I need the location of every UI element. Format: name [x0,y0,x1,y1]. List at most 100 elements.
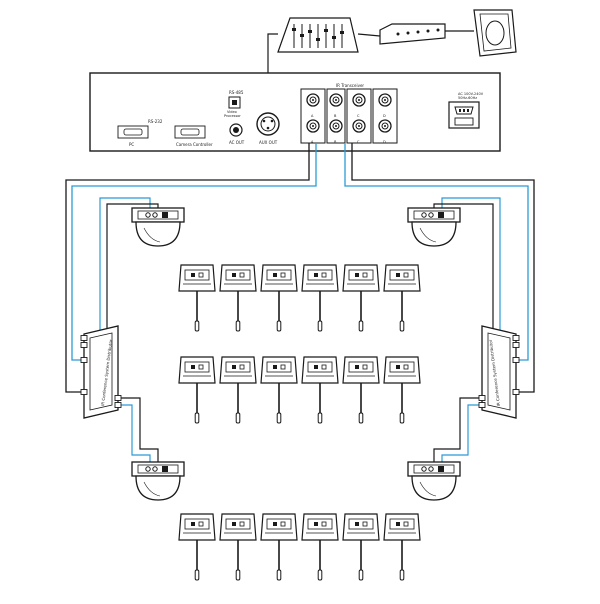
radiator-panel [137,210,179,220]
delegate-mic-head [235,569,241,581]
delegate-button [314,365,318,369]
dome-highlight [143,481,161,497]
ir-distributor-left: IR Conference System Distributor [83,325,119,419]
delegate-button [191,522,195,526]
delegate-button [239,364,245,370]
delegate-button [396,273,400,277]
delegate-mic-head [399,412,405,424]
power-label-1: AC 100V-240V [458,92,484,96]
delegate-button [239,521,245,527]
delegate-button [232,522,236,526]
delegate-unit [301,264,339,332]
delegate-display [184,361,210,373]
ir-radiator [131,207,185,247]
ir-radiators [131,207,461,501]
delegate-unit [342,264,380,332]
distributor-port [512,342,520,348]
delegate-button [396,522,400,526]
distributor-port [478,402,486,408]
port-b-label: B [334,114,337,118]
delegate-unit [260,513,298,581]
delegate-button [239,272,245,278]
delegate-display [348,518,374,530]
delegate-button [321,521,327,527]
dome-highlight [419,227,437,243]
ac-out-label: AC OUT [229,140,245,145]
radiator-jack [152,466,158,472]
delegate-mic-head [358,569,364,581]
delegate-mic-head [276,569,282,581]
delegate-display [266,518,292,530]
pc-label: PC [129,142,134,147]
delegate-mic-head [194,569,200,581]
speaker [473,9,517,57]
delegate-mic-head [358,412,364,424]
distributor-port [80,342,88,348]
radiator-jack [428,466,434,472]
delegate-unit [219,513,257,581]
ir-transceiver-label: IR Transceiver [336,83,364,88]
rs232-camera-port [174,125,206,139]
radiator-jack [421,466,427,472]
delegate-button [362,521,368,527]
delegate-mic-head [399,320,405,332]
delegate-button [362,272,368,278]
bnc-connector [306,93,320,107]
distributor-port [512,357,520,363]
radiator-jack [428,212,434,218]
svg-text:Processor: Processor [224,114,241,118]
ac-out-socket [229,123,243,137]
delegate-display [307,269,333,281]
rs232-pc-port [117,125,149,139]
distributor-port [80,335,88,341]
dome-highlight [143,227,161,243]
delegate-display [184,518,210,530]
delegate-units [178,264,421,581]
delegate-button [362,364,368,370]
delegate-unit [260,356,298,424]
distributor-port [114,402,122,408]
radiator-panel [413,464,455,474]
ir-radiator [131,461,185,501]
delegate-mic-head [235,320,241,332]
delegate-unit [301,356,339,424]
radiator-led [162,212,168,218]
bnc-connector [378,93,392,107]
delegate-display [225,269,251,281]
delegate-display [266,361,292,373]
bnc-connector [306,119,320,133]
aux-out-label: AUX OUT [259,140,278,145]
video-processor-label: Video [227,110,237,114]
delegate-button [191,273,195,277]
delegate-button [273,273,277,277]
bnc-connector [329,93,343,107]
delegate-button [198,364,204,370]
delegate-mic-head [317,569,323,581]
delegate-display [266,269,292,281]
delegate-display [389,518,415,530]
distributor-ports [80,335,520,408]
radiator-jack [145,466,151,472]
delegate-display [307,518,333,530]
distributor-port [80,389,88,395]
delegate-mic-head [276,412,282,424]
delegate-display [348,269,374,281]
radiator-led [438,212,444,218]
delegate-button [198,272,204,278]
delegate-button [314,522,318,526]
delegate-button [321,364,327,370]
svg-text:D: D [383,140,386,144]
delegate-button [191,365,195,369]
delegate-button [273,522,277,526]
delegate-display [225,518,251,530]
delegate-button [403,521,409,527]
radiator-dome [411,221,457,247]
rs232-label: RS-232 [148,119,163,124]
delegate-button [198,521,204,527]
radiator-dome [135,221,181,247]
ir-radiator [407,461,461,501]
bnc-connectors [306,93,392,133]
delegate-button [355,365,359,369]
